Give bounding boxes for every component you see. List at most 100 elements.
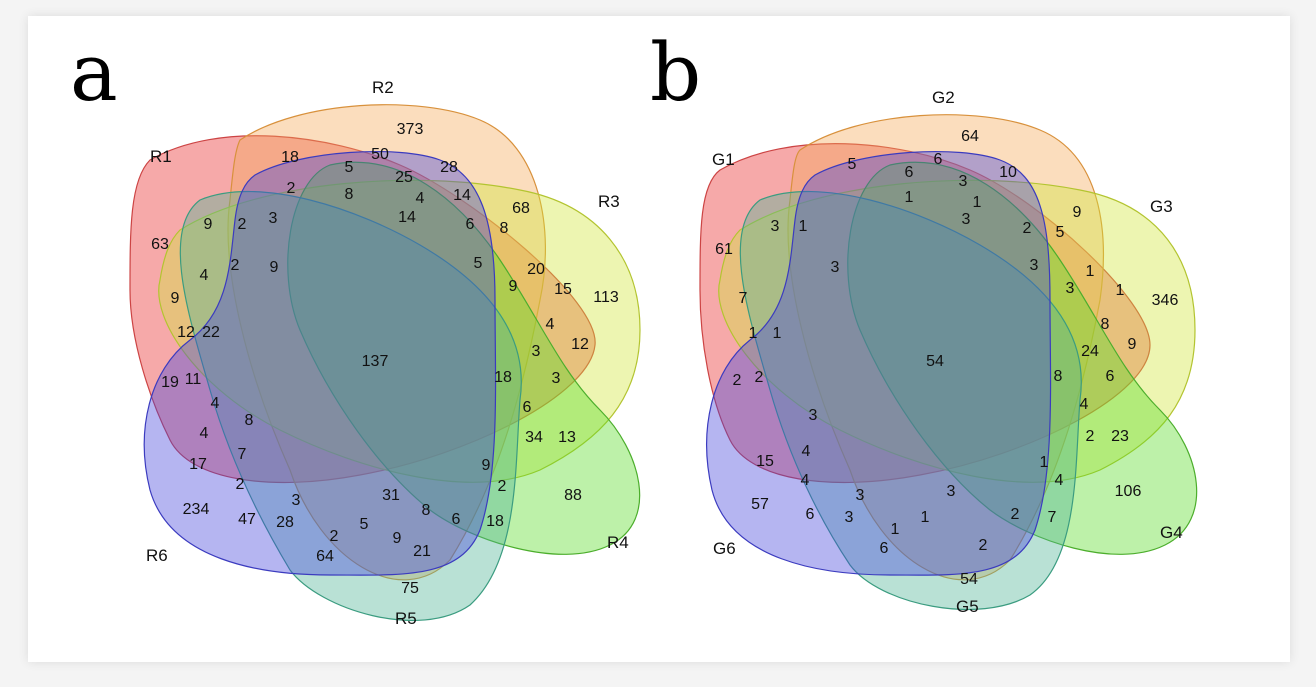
- region-counts-a: 18 373 5 50 28 2 8 25 14 68 9 2 3 4 14 6…: [151, 121, 619, 597]
- region-count: 28: [276, 514, 294, 531]
- set-r6-region: [143, 150, 497, 576]
- region-count: 5: [474, 255, 483, 272]
- region-count: 2: [1011, 506, 1020, 523]
- region-count: 2: [498, 478, 507, 495]
- region-count: 8: [1101, 316, 1110, 333]
- region-count: 3: [771, 218, 780, 235]
- region-count: 6: [466, 216, 475, 233]
- figure-card: [28, 16, 1290, 662]
- region-counts-b: 5 64 6 6 10 3 1 3 9 1 1 3 2 5 61 3 1 7 3…: [715, 128, 1178, 588]
- region-count: 3: [1066, 280, 1075, 297]
- set-r4-region: [287, 161, 641, 555]
- region-count: 1: [973, 194, 982, 211]
- region-count: 5: [345, 159, 354, 176]
- region-count: 3: [856, 487, 865, 504]
- region-count: 4: [1055, 472, 1064, 489]
- region-count: 14: [398, 209, 416, 226]
- set-label-g6: G6: [713, 539, 736, 558]
- region-count: 6: [806, 506, 815, 523]
- set-label-g2: G2: [932, 88, 955, 107]
- region-count: 137: [362, 353, 389, 370]
- region-count: 12: [571, 336, 589, 353]
- set-label-g3: G3: [1150, 197, 1173, 216]
- region-count: 4: [802, 443, 811, 460]
- region-count: 2: [979, 537, 988, 554]
- region-count: 2: [236, 476, 245, 493]
- region-count: 1: [1040, 454, 1049, 471]
- set-label-r5: R5: [395, 609, 417, 628]
- region-count: 24: [1081, 343, 1099, 360]
- region-count: 1: [799, 218, 808, 235]
- region-count: 8: [500, 220, 509, 237]
- panel-b: b G1 G2 G3 G4 G5 G6 5 64 6 6 10 3 1 3 9 …: [650, 26, 1198, 616]
- region-count: 75: [401, 580, 419, 597]
- region-count: 18: [494, 369, 512, 386]
- panel-letter: b: [650, 26, 701, 119]
- region-count: 34: [525, 429, 543, 446]
- region-count: 8: [422, 502, 431, 519]
- region-count: 7: [1048, 509, 1057, 526]
- region-count: 6: [905, 164, 914, 181]
- region-count: 20: [527, 261, 545, 278]
- region-count: 18: [281, 149, 299, 166]
- region-count: 18: [486, 513, 504, 530]
- set-r5-region: [179, 190, 522, 621]
- region-count: 47: [238, 511, 256, 528]
- set-label-r6: R6: [146, 546, 168, 565]
- region-count: 2: [733, 372, 742, 389]
- region-count: 68: [512, 200, 530, 217]
- region-count: 9: [1128, 336, 1137, 353]
- region-count: 3: [809, 407, 818, 424]
- region-count: 13: [558, 429, 576, 446]
- region-count: 88: [564, 487, 582, 504]
- region-count: 4: [1080, 396, 1089, 413]
- region-count: 54: [960, 571, 978, 588]
- region-count: 6: [452, 511, 461, 528]
- region-count: 63: [151, 236, 169, 253]
- region-count: 346: [1152, 292, 1179, 309]
- region-count: 9: [393, 530, 402, 547]
- region-count: 2: [755, 369, 764, 386]
- set-g6-region: [706, 150, 1052, 576]
- region-count: 11: [185, 371, 202, 388]
- region-count: 8: [345, 186, 354, 203]
- region-count: 4: [801, 472, 810, 489]
- region-count: 1: [749, 325, 758, 342]
- region-count: 7: [238, 446, 247, 463]
- region-count: 9: [204, 216, 213, 233]
- region-count: 113: [593, 289, 619, 306]
- region-count: 9: [270, 259, 279, 276]
- region-count: 14: [453, 187, 471, 204]
- region-count: 4: [200, 267, 209, 284]
- region-count: 3: [292, 492, 301, 509]
- region-count: 12: [177, 324, 195, 341]
- region-count: 7: [739, 290, 748, 307]
- region-count: 4: [546, 316, 555, 333]
- region-count: 17: [189, 456, 207, 473]
- set-label-r2: R2: [372, 78, 394, 97]
- region-count: 50: [371, 146, 389, 163]
- region-count: 3: [962, 211, 971, 228]
- region-count: 19: [161, 374, 179, 391]
- region-count: 2: [287, 180, 296, 197]
- region-count: 3: [947, 483, 956, 500]
- region-count: 10: [999, 164, 1017, 181]
- region-count: 6: [1106, 368, 1115, 385]
- region-count: 1: [1116, 282, 1125, 299]
- region-count: 2: [330, 528, 339, 545]
- set-label-r1: R1: [150, 147, 172, 166]
- region-count: 373: [397, 121, 424, 138]
- region-count: 3: [552, 370, 561, 387]
- region-count: 5: [360, 516, 369, 533]
- region-count: 5: [1056, 224, 1065, 241]
- region-count: 234: [183, 501, 210, 518]
- panel-letter: a: [70, 26, 118, 119]
- region-count: 1: [1086, 263, 1095, 280]
- region-count: 54: [926, 353, 944, 370]
- region-count: 8: [245, 412, 254, 429]
- region-count: 6: [880, 540, 889, 557]
- region-count: 4: [211, 395, 220, 412]
- region-count: 1: [891, 521, 900, 538]
- set-label-r4: R4: [607, 533, 629, 552]
- region-count: 8: [1054, 368, 1063, 385]
